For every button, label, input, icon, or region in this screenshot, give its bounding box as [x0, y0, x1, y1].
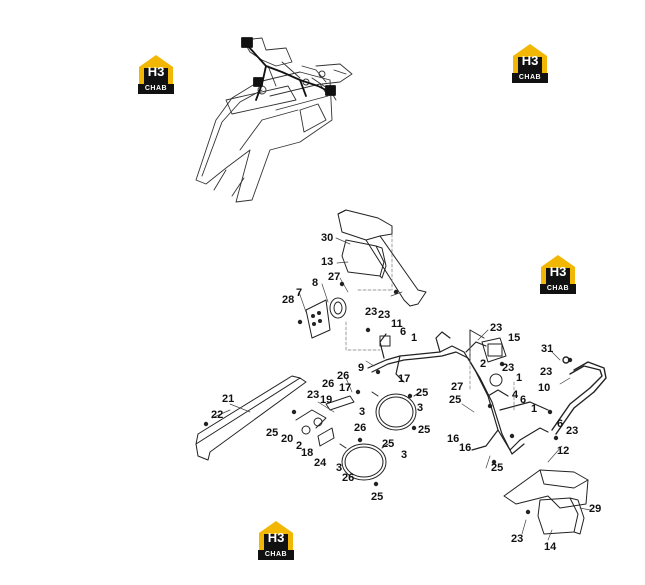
callout-4: 4	[512, 389, 519, 401]
watermark-mark: H3	[147, 64, 165, 79]
rear-bracket	[195, 375, 307, 461]
dashed-guides	[345, 233, 515, 411]
callout-25: 25	[382, 438, 394, 450]
house-logo-icon	[513, 44, 547, 73]
callout-23: 23	[307, 389, 319, 401]
callout-23: 23	[566, 425, 578, 437]
harness-connector-a	[379, 335, 391, 347]
watermark-mark: H3	[549, 264, 567, 279]
watermark-logo-top-right: H3 CHAB	[512, 43, 548, 89]
callout-31: 31	[541, 343, 553, 355]
switch-assembly	[469, 329, 507, 387]
callout-11: 11	[391, 318, 403, 330]
callout-9: 9	[358, 362, 364, 374]
callout-15: 15	[508, 332, 520, 344]
callout-29: 29	[589, 503, 601, 515]
callout-23: 23	[511, 533, 523, 545]
work-light-lower	[537, 497, 585, 535]
watermark-text: CHAB	[138, 84, 174, 94]
callout-7: 7	[296, 287, 302, 299]
connector-cluster	[295, 395, 355, 447]
watermark-logo-mid-right: H3 CHAB	[540, 254, 576, 300]
callout-2: 2	[296, 440, 302, 452]
callout-26: 26	[322, 378, 334, 390]
overview-wiring	[241, 37, 336, 101]
callout-10: 10	[538, 382, 550, 394]
callout-3: 3	[359, 406, 365, 418]
callout-6: 6	[520, 394, 526, 406]
callout-12: 12	[557, 445, 569, 457]
relay-box	[305, 299, 331, 339]
callout-1: 1	[516, 372, 522, 384]
callout-8: 8	[312, 277, 318, 289]
callout-17: 17	[339, 382, 351, 394]
watermark-mark: H3	[267, 530, 285, 545]
callout-6: 6	[557, 418, 563, 430]
upper-bracket	[337, 209, 427, 307]
callout-25: 25	[491, 462, 503, 474]
loader-arm-overview	[195, 37, 353, 203]
house-logo-icon	[259, 521, 293, 550]
callout-2: 2	[480, 358, 486, 370]
fasteners	[203, 281, 573, 515]
callout-3: 3	[417, 402, 423, 414]
lower-bracket	[503, 469, 589, 509]
house-logo-icon	[139, 55, 173, 84]
callout-25: 25	[416, 387, 428, 399]
callout-30: 30	[321, 232, 333, 244]
callout-3: 3	[336, 462, 342, 474]
clamp-lower	[339, 443, 389, 481]
callout-23: 23	[540, 366, 552, 378]
harness-connector-b	[487, 343, 503, 357]
callout-1: 1	[411, 332, 417, 344]
callout-23: 23	[490, 322, 502, 334]
callout-27: 27	[328, 271, 340, 283]
callout-23: 23	[378, 309, 390, 321]
callout-26: 26	[342, 472, 354, 484]
callout-16: 16	[459, 442, 471, 454]
callout-18: 18	[301, 447, 313, 459]
watermark-text: CHAB	[512, 73, 548, 83]
callout-26: 26	[337, 370, 349, 382]
callout-3: 3	[401, 449, 407, 461]
callout-23: 23	[502, 362, 514, 374]
callout-25: 25	[371, 491, 383, 503]
callout-20: 20	[281, 433, 293, 445]
callout-23: 23	[365, 306, 377, 318]
callout-19: 19	[320, 394, 332, 406]
callout-1: 1	[531, 403, 537, 415]
callout-13: 13	[321, 256, 333, 268]
watermark-text: CHAB	[540, 284, 576, 294]
callout-24: 24	[314, 457, 327, 469]
horn	[329, 297, 347, 319]
callout-21: 21	[222, 393, 234, 405]
watermark-mark: H3	[521, 53, 539, 68]
callout-17: 17	[398, 373, 410, 385]
callout-labels: 30 13 27 8 7 28 23 23 11 6 1 9 26 26 17 …	[211, 232, 601, 553]
watermark-text: CHAB	[258, 550, 294, 560]
clamp-upper	[371, 391, 421, 431]
callout-22: 22	[211, 409, 223, 421]
main-harness	[367, 331, 549, 455]
callout-25: 25	[418, 424, 430, 436]
house-logo-icon	[541, 255, 575, 284]
callout-25: 25	[449, 394, 461, 406]
callout-16: 16	[447, 433, 459, 445]
callout-27: 27	[451, 381, 463, 393]
callout-14: 14	[544, 541, 557, 553]
callout-25: 25	[266, 427, 278, 439]
callout-26: 26	[354, 422, 366, 434]
watermark-logo-bottom-left: H3 CHAB	[258, 520, 294, 566]
callout-6: 6	[400, 326, 406, 338]
leader-lines	[211, 237, 591, 541]
callout-28: 28	[282, 294, 294, 306]
watermark-logo-top-left: H3 CHAB	[138, 54, 174, 100]
work-light-upper	[341, 239, 387, 279]
